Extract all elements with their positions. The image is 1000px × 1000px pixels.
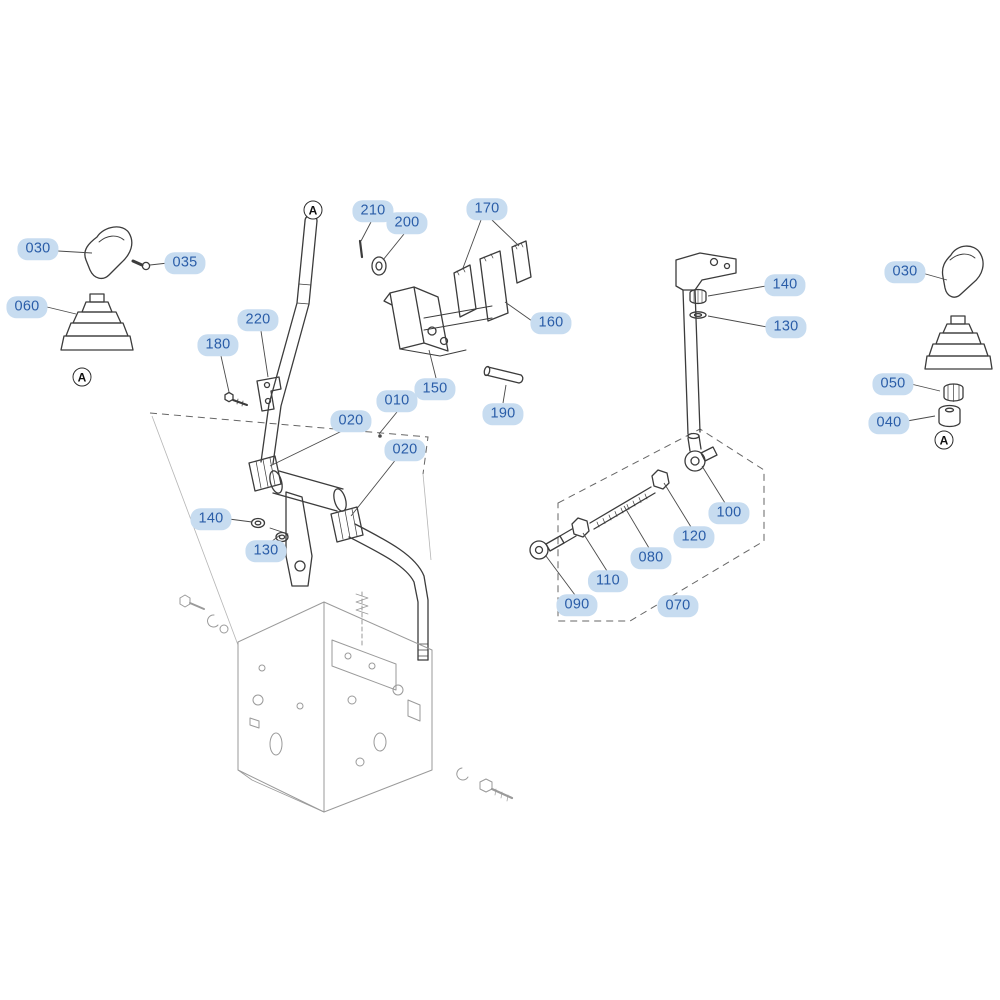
- callout-035[interactable]: 035: [164, 252, 206, 274]
- linkage-rod-assembly: [529, 252, 737, 560]
- center-lever-assembly: [224, 214, 532, 661]
- callout-210[interactable]: 210: [352, 200, 394, 222]
- leader-lines: [46, 219, 948, 596]
- chassis-frame: [179, 591, 514, 813]
- callout-130-left[interactable]: 130: [245, 540, 287, 562]
- callout-150[interactable]: 150: [414, 378, 456, 400]
- callout-110[interactable]: 110: [587, 570, 629, 592]
- right-knob-assembly: [924, 245, 993, 428]
- callout-040[interactable]: 040: [868, 412, 910, 434]
- callout-100[interactable]: 100: [708, 502, 750, 524]
- callout-010[interactable]: 010: [376, 390, 418, 412]
- callout-190[interactable]: 190: [482, 403, 524, 425]
- callout-090[interactable]: 090: [556, 594, 598, 616]
- view-marker-a-left: A: [72, 367, 92, 387]
- callout-120[interactable]: 120: [673, 526, 715, 548]
- callout-020-b[interactable]: 020: [384, 439, 426, 461]
- callout-030-left[interactable]: 030: [17, 238, 59, 260]
- callout-220[interactable]: 220: [237, 309, 279, 331]
- callout-030-right[interactable]: 030: [884, 261, 926, 283]
- view-marker-a-right: A: [934, 430, 954, 450]
- perspective-lines: [151, 415, 432, 646]
- callout-060[interactable]: 060: [6, 296, 48, 318]
- callout-020-a[interactable]: 020: [330, 410, 372, 432]
- callout-200[interactable]: 200: [386, 212, 428, 234]
- dashed-boundaries: [149, 412, 765, 622]
- callout-180[interactable]: 180: [197, 334, 239, 356]
- callout-140-right[interactable]: 140: [764, 274, 806, 296]
- callout-070[interactable]: 070: [657, 595, 699, 617]
- callout-080[interactable]: 080: [630, 547, 672, 569]
- left-knob-assembly: [60, 226, 151, 351]
- callout-140-left[interactable]: 140: [190, 508, 232, 530]
- view-marker-a-top: A: [303, 200, 323, 220]
- callout-170[interactable]: 170: [466, 198, 508, 220]
- callout-130-right[interactable]: 130: [765, 316, 807, 338]
- callout-050[interactable]: 050: [872, 373, 914, 395]
- callout-160[interactable]: 160: [530, 312, 572, 334]
